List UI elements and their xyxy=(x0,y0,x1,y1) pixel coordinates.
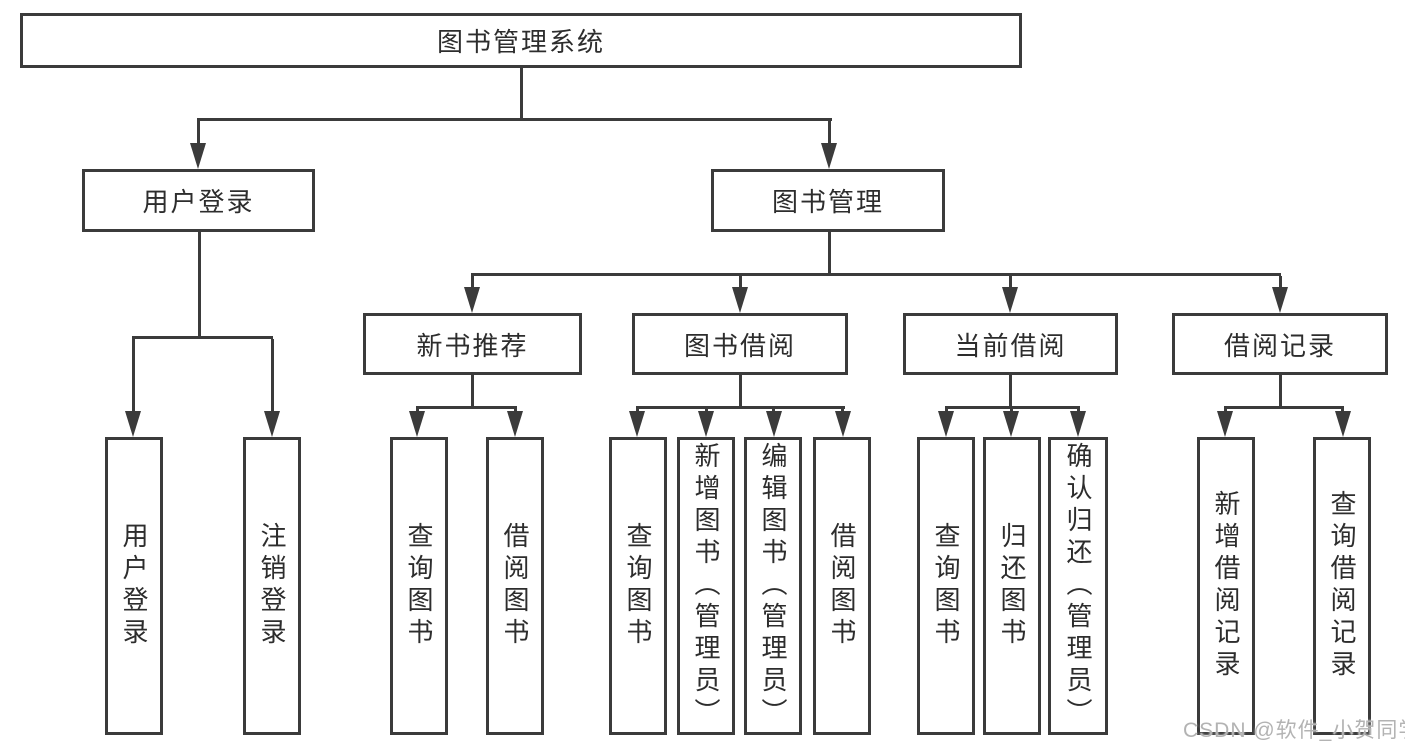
leaf-label: 查询图书 xyxy=(623,522,653,650)
leaf-borrow-books-2: 借阅图书 xyxy=(813,437,871,735)
node-borrowing-records: 借阅记录 xyxy=(1172,313,1388,375)
leaf-query-books-1: 查询图书 xyxy=(390,437,448,735)
node-current-borrowing: 当前借阅 xyxy=(903,313,1118,375)
arrow-down-icon xyxy=(1272,287,1288,313)
node-book-borrowing: 图书借阅 xyxy=(632,313,848,375)
node-label: 新书推荐 xyxy=(416,330,529,361)
leaf-return-books: 归还图书 xyxy=(983,437,1041,735)
leaf-label: 编辑图书（管理员） xyxy=(758,442,788,730)
arrow-down-icon xyxy=(698,411,714,437)
connector-line xyxy=(471,375,474,409)
leaf-label: 借阅图书 xyxy=(500,522,530,650)
leaf-label: 查询图书 xyxy=(931,522,961,650)
leaf-logout: 注销登录 xyxy=(243,437,301,735)
node-label: 图书借阅 xyxy=(683,330,796,361)
leaf-label: 查询图书 xyxy=(404,522,434,650)
connector-line xyxy=(1279,276,1282,289)
connector-line xyxy=(520,68,523,121)
arrow-down-icon xyxy=(464,287,480,313)
arrow-down-icon xyxy=(835,411,851,437)
connector-line xyxy=(271,339,274,413)
arrow-down-icon xyxy=(190,143,206,169)
leaf-label: 用户登录 xyxy=(119,522,149,650)
node-label: 用户登录 xyxy=(142,187,255,217)
arrow-down-icon xyxy=(629,411,645,437)
arrow-down-icon xyxy=(1335,411,1351,437)
node-label: 图书管理 xyxy=(771,187,884,217)
arrow-down-icon xyxy=(1070,411,1086,437)
arrow-down-icon xyxy=(264,411,280,437)
leaf-confirm-return-admin: 确认归还（管理员） xyxy=(1048,437,1108,735)
node-label: 图书管理系统 xyxy=(436,27,605,57)
connector-line xyxy=(416,406,517,409)
arrow-down-icon xyxy=(1217,411,1233,437)
leaf-label: 新增图书（管理员） xyxy=(691,442,721,730)
connector-line xyxy=(828,232,831,276)
connector-line xyxy=(471,273,1281,276)
leaf-label: 查询借阅记录 xyxy=(1327,490,1357,682)
leaf-edit-books-admin: 编辑图书（管理员） xyxy=(744,437,802,735)
leaf-label: 借阅图书 xyxy=(827,522,857,650)
arrow-down-icon xyxy=(766,411,782,437)
connector-line xyxy=(471,276,474,289)
node-user-login: 用户登录 xyxy=(82,169,315,232)
arrow-down-icon xyxy=(732,287,748,313)
connector-line xyxy=(636,406,845,409)
connector-line xyxy=(1009,276,1012,289)
arrow-down-icon xyxy=(507,411,523,437)
connector-line xyxy=(739,375,742,409)
node-new-book-recommend: 新书推荐 xyxy=(363,313,582,375)
connector-line xyxy=(197,121,200,147)
leaf-label: 注销登录 xyxy=(257,522,287,650)
arrow-down-icon xyxy=(821,143,837,169)
leaf-user-login: 用户登录 xyxy=(105,437,163,735)
connector-line xyxy=(197,118,832,121)
arrow-down-icon xyxy=(938,411,954,437)
connector-line xyxy=(198,232,201,339)
node-label: 当前借阅 xyxy=(954,330,1067,361)
connector-line xyxy=(1009,375,1012,409)
leaf-query-books-2: 查询图书 xyxy=(609,437,667,735)
connector-line xyxy=(132,339,135,413)
leaf-query-books-3: 查询图书 xyxy=(917,437,975,735)
arrow-down-icon xyxy=(125,411,141,437)
node-label: 借阅记录 xyxy=(1223,330,1336,361)
leaf-label: 确认归还（管理员） xyxy=(1063,442,1093,730)
arrow-down-icon xyxy=(1003,411,1019,437)
leaf-label: 归还图书 xyxy=(997,522,1027,650)
arrow-down-icon xyxy=(409,411,425,437)
leaf-query-borrow-record: 查询借阅记录 xyxy=(1313,437,1371,735)
node-book-management: 图书管理 xyxy=(711,169,945,232)
connector-line xyxy=(828,121,831,147)
leaf-add-borrow-record: 新增借阅记录 xyxy=(1197,437,1255,735)
node-library-management-system: 图书管理系统 xyxy=(20,13,1022,68)
leaf-label: 新增借阅记录 xyxy=(1211,490,1241,682)
watermark: CSDN @软件_小贺同学 xyxy=(1183,719,1405,742)
connector-line xyxy=(1279,375,1282,409)
arrow-down-icon xyxy=(1002,287,1018,313)
connector-line xyxy=(132,336,273,339)
connector-line xyxy=(945,406,1080,409)
connector-line xyxy=(1224,406,1344,409)
connector-line xyxy=(739,276,742,289)
leaf-add-books-admin: 新增图书（管理员） xyxy=(677,437,735,735)
leaf-borrow-books-1: 借阅图书 xyxy=(486,437,544,735)
